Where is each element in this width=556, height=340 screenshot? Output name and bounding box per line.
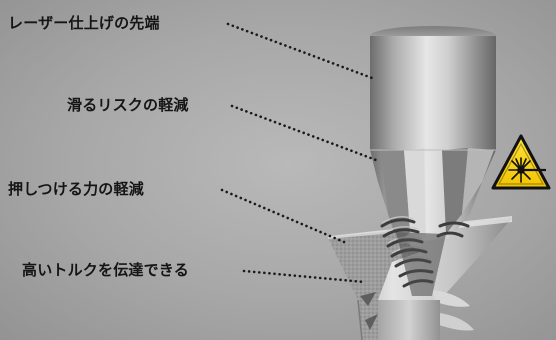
leader-line-push-force	[220, 188, 346, 244]
callout-high-torque: 高いトルクを伝達できる	[22, 261, 189, 279]
screwdriver	[370, 26, 496, 296]
leader-line-laser-tip	[226, 22, 374, 80]
callout-laser-tip: レーザー仕上げの先端	[8, 14, 160, 32]
leader-line-high-torque	[242, 269, 366, 284]
callout-slip-risk: 滑るリスクの軽減	[67, 96, 189, 114]
callout-push-force: 押しつける力の軽減	[8, 180, 144, 198]
laser-warning-icon	[491, 134, 551, 190]
leader-line-slip-risk	[230, 104, 378, 162]
leader-lines	[220, 22, 378, 284]
